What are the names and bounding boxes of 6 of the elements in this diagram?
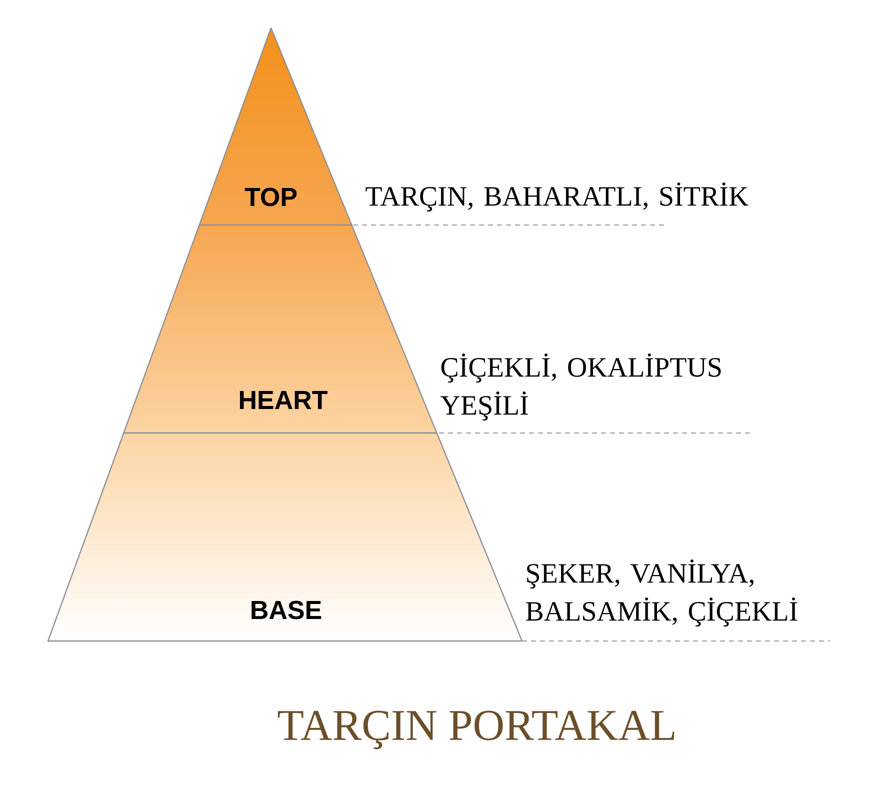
- note-text: TARÇIN, BAHARATLI, SİTRİK: [366, 182, 748, 212]
- pyramid-band: TOP: [198, 27, 352, 226]
- title: TARÇIN PORTAKAL: [278, 710, 674, 750]
- pyramid-band: BASE: [47, 432, 523, 642]
- note-text: ÇİÇEKLİ, OKALİPTUS YEŞİLİ: [440, 353, 721, 421]
- note-text: ŞEKER, VANİLYA, BALSAMİK, ÇİÇEKLİ: [526, 559, 798, 627]
